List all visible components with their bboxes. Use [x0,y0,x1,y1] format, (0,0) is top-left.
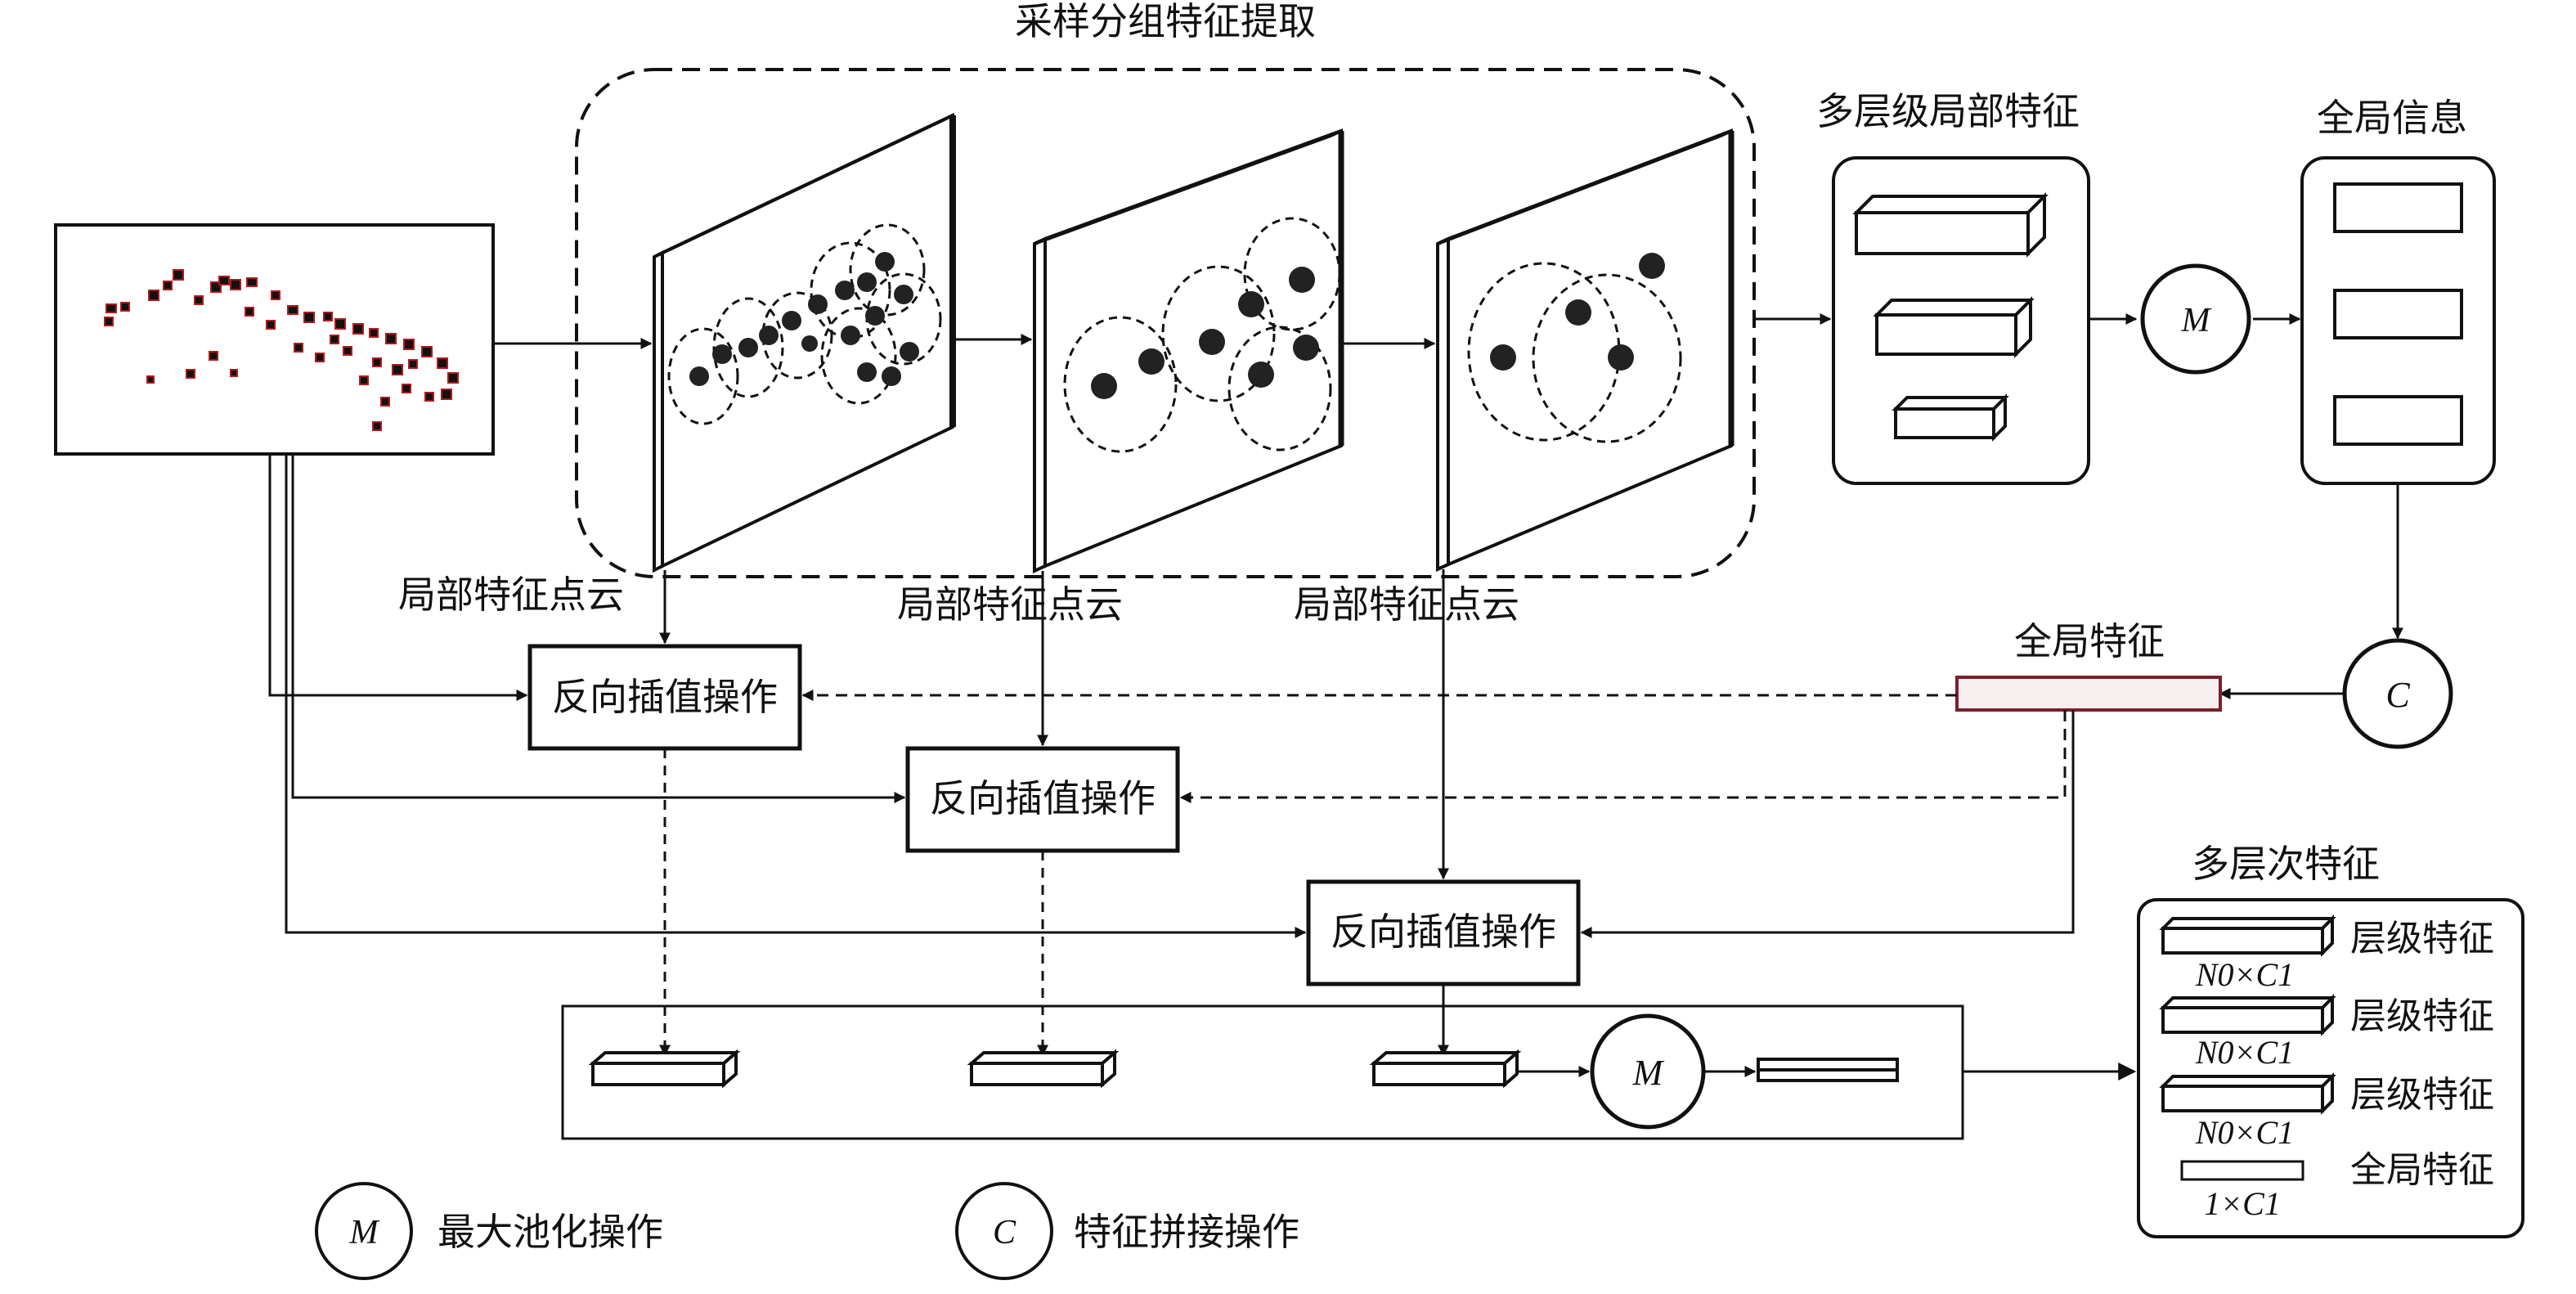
panel-down-arrows [659,569,1449,880]
feature-dim-2: N0×C1 [2195,1034,2294,1071]
local-feature-bars [1852,192,2049,442]
interp-box-2 [905,746,1180,853]
multi-layer-features-title: 多层次特征 [2192,842,2380,886]
local-cloud-label-3: 局部特征点云 [1294,582,1519,627]
sampling-group-title: 采样分组特征提取 [1015,0,1316,43]
feature-dim-3: N0×C1 [2195,1114,2294,1151]
global-feature-label: 全局特征 [2014,619,2165,663]
skip-connections [268,454,1307,938]
panel-2-points [1091,267,1319,399]
panel-3 [1436,128,1735,573]
global-info-title: 全局信息 [2317,96,2467,140]
forward-arrows [493,313,2301,349]
legend-concat-text: 特征拼接操作 [1074,1210,1299,1254]
feature-label-3: 层级特征 [2350,1074,2494,1116]
legend-concat-symbol: C [993,1214,1016,1251]
input-points [104,269,459,431]
global-feature-bar [1955,676,2222,712]
global-info-bars [2333,182,2463,446]
interp-box-1 [527,644,802,751]
legend-concat-circle [955,1182,1053,1280]
multi-level-local-title: 多层级局部特征 [1816,89,2080,133]
legend-max-pool-symbol: M [349,1214,380,1251]
global-feature-solid-link [1580,710,2075,938]
local-cloud-label-1: 局部特征点云 [398,573,624,617]
panel-1-points [689,252,919,386]
feature-dim-4: 1×C1 [2204,1185,2281,1222]
interp-label-2: 反向插值操作 [930,776,1156,820]
sampling-group-region [575,68,1756,578]
legend-max-pool-text: 最大池化操作 [438,1210,663,1254]
aggregation-bars [588,1049,1899,1089]
interp-label-1: 反向插值操作 [552,675,778,719]
feature-bars [2159,914,2336,1181]
feature-dim-1: N0×C1 [2195,956,2294,993]
global-feature-dashed-links [801,690,2067,803]
interp-down-arrows [659,748,1449,1057]
feature-label-1: 层级特征 [2350,918,2494,959]
max-pool-op-top [2140,263,2251,375]
interp-box-3 [1306,879,1581,986]
input-point-cloud [54,223,495,456]
panel-3-points [1490,253,1665,371]
concat-symbol: C [2385,675,2410,715]
max-pool-symbol-top: M [2181,302,2212,339]
local-cloud-label-2: 局部特征点云 [897,582,1123,627]
max-pool-symbol-bottom: M [1632,1053,1665,1093]
interp-label-3: 反向插值操作 [1331,910,1556,954]
legend-max-pool-circle [315,1182,413,1280]
panel-2 [1033,128,1344,574]
feature-label-4: 全局特征 [2350,1149,2494,1191]
feature-label-2: 层级特征 [2350,995,2494,1037]
multi-layer-features-box [2137,898,2524,1238]
panel-2-clusters [1063,217,1341,453]
